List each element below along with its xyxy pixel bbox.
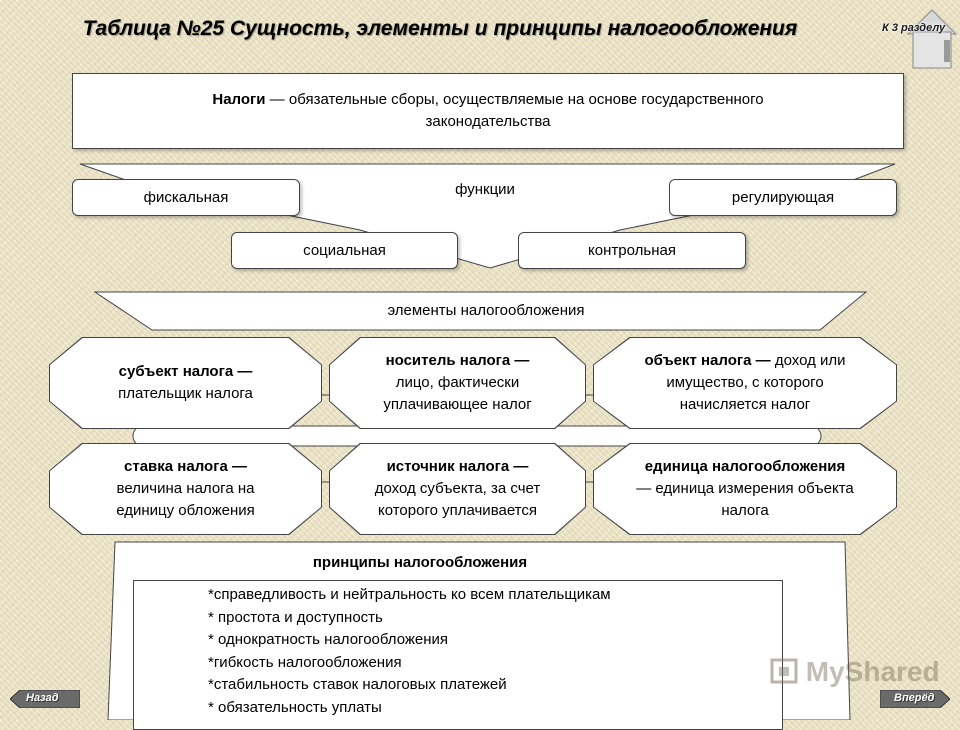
forward-button[interactable]: Вперёд	[880, 690, 950, 708]
elements-label: элементы налогообложения	[387, 302, 585, 319]
element-term: единица налогообложения	[644, 458, 846, 475]
home-label: К 3 разделу	[882, 22, 946, 34]
watermark-logo-icon	[770, 658, 798, 684]
forward-label: Вперёд	[894, 692, 935, 704]
function-regulating: регулирующая	[669, 179, 897, 216]
principles-label: принципы налогообложения	[312, 554, 528, 571]
list-item: * однократность налогообложения	[208, 631, 449, 648]
arrow-right-icon	[880, 690, 950, 708]
elements-banner	[93, 291, 868, 331]
principles-list: *справедливость и нейтральность ко всем …	[133, 580, 783, 730]
home-button[interactable]: К 3 разделу	[880, 6, 960, 72]
function-control: контрольная	[518, 232, 746, 269]
element-unit: единица налогообложения — единица измерен…	[593, 443, 897, 535]
back-button[interactable]: Назад	[10, 690, 80, 708]
element-rate: ставка налога — величина налога на единиц…	[49, 443, 322, 535]
list-item: *стабильность ставок налоговых платежей	[208, 676, 507, 693]
element-term: источник налога —	[386, 458, 529, 475]
arrow-left-icon	[10, 690, 80, 708]
function-social: социальная	[231, 232, 458, 269]
definition-box: Налоги — обязательные сборы, осуществляе…	[72, 73, 904, 149]
element-bearer: носитель налога — лицо, фактически уплачи…	[329, 337, 586, 429]
function-fiscal: фискальная	[72, 179, 300, 216]
definition-text: — обязательные сборы, осуществляемые на …	[265, 91, 764, 130]
element-object: объект налога — доход или имущество, с к…	[593, 337, 897, 429]
home-icon	[906, 9, 958, 69]
element-term: ставка налога —	[124, 458, 247, 475]
list-item: * простота и доступность	[208, 608, 383, 626]
element-text: доход или имущество, с которого начисляе…	[666, 352, 846, 413]
element-subject: субъект налога — плательщик налога	[49, 337, 322, 429]
list-item: *справедливость и нейтральность ко всем …	[208, 586, 611, 603]
element-text: лицо, фактически уплачивающее налог	[383, 374, 532, 413]
watermark-text: MyShared	[805, 656, 940, 687]
element-text: величина налога на единицу обложения	[116, 480, 255, 519]
element-source: источник налога — доход субъекта, за счет…	[329, 443, 586, 535]
list-item: *гибкость налогообложения	[208, 653, 402, 671]
watermark: MyShared	[770, 656, 940, 688]
element-text: доход субъекта, за счет которого уплачив…	[374, 480, 541, 519]
element-text: — единица измерения объекта налога	[636, 480, 854, 519]
page-title: Таблица №25 Сущность, элементы и принцип…	[82, 17, 798, 40]
back-label: Назад	[26, 692, 59, 704]
list-item: * обязательность уплаты	[208, 698, 382, 716]
element-term: носитель налога —	[385, 352, 530, 369]
definition-term: Налоги	[212, 91, 266, 108]
element-text: плательщик налога	[118, 385, 253, 402]
element-term: объект налога —	[644, 352, 771, 369]
element-term: субъект налога —	[118, 363, 253, 380]
functions-label: функции	[455, 181, 515, 198]
